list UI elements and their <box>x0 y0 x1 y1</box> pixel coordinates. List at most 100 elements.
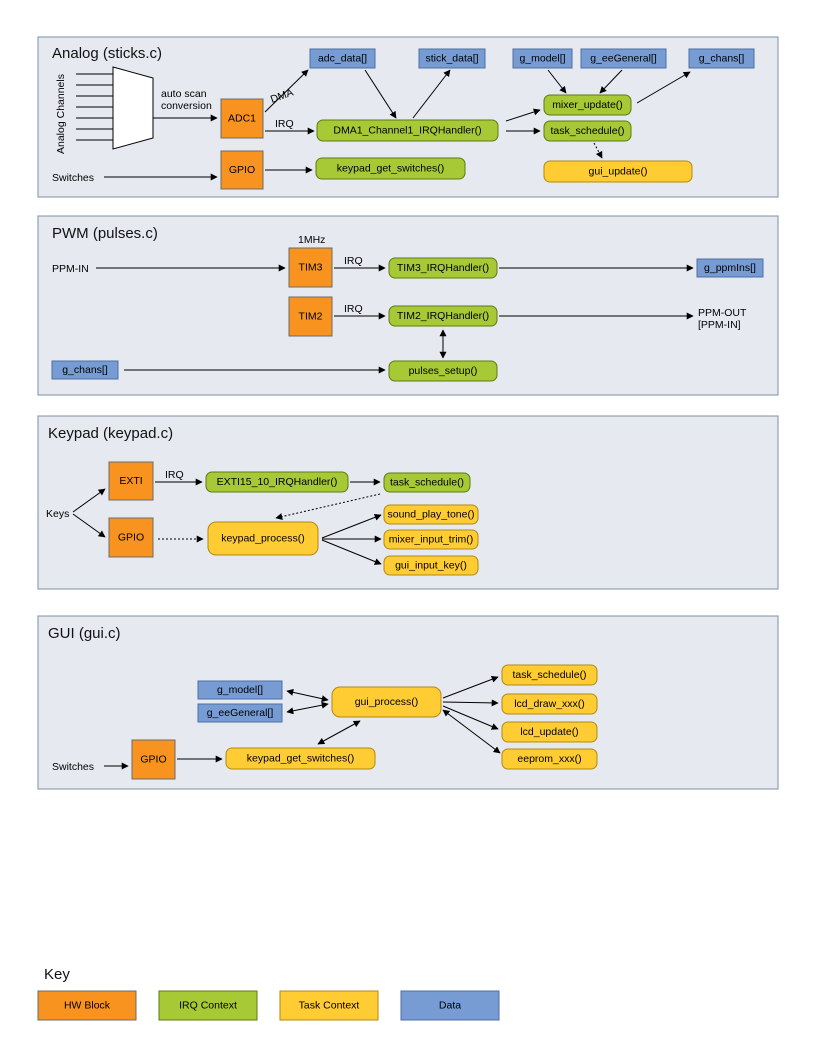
panel-keypad: Keypad (keypad.c) Keys EXTI GPIO IRQ EXT… <box>37 415 779 590</box>
exti-irq-handler: EXTI15_10_IRQHandler() <box>205 471 349 493</box>
legend-data: Data <box>400 990 500 1021</box>
svg-text:g_ppmIns[]: g_ppmIns[] <box>704 262 756 274</box>
svg-text:mixer_input_trim(): mixer_input_trim() <box>389 534 474 546</box>
panel-gui: GUI (gui.c) g_model[] g_eeGeneral[] gui_… <box>37 615 779 790</box>
svg-text:g_eeGeneral[]: g_eeGeneral[] <box>207 707 274 719</box>
gui-gpio-block: GPIO <box>131 739 176 780</box>
gui-keypad-get-switches-task: keypad_get_switches() <box>225 747 376 770</box>
svg-text:g_chans[]: g_chans[] <box>62 364 108 376</box>
panel-pwm: PWM (pulses.c) 1MHz PPM-IN TIM3 TIM2 IRQ… <box>37 215 779 396</box>
eeprom-task: eeprom_xxx() <box>501 748 598 770</box>
ppm-out-sub-label: [PPM-IN] <box>698 319 741 331</box>
svg-text:TIM2_IRQHandler(): TIM2_IRQHandler() <box>397 310 489 322</box>
lcd-update-task: lcd_update() <box>501 721 598 743</box>
stick-data-box: stick_data[] <box>418 48 486 69</box>
gpio-block: GPIO <box>220 150 264 190</box>
panel-analog: Analog (sticks.c) Analog Channels auto s… <box>37 36 779 198</box>
svg-text:TIM3: TIM3 <box>299 262 323 274</box>
ppm-out-label: PPM-OUT <box>698 307 747 319</box>
svg-text:gui_process(): gui_process() <box>355 696 419 708</box>
ppm-in-label: PPM-IN <box>52 263 89 275</box>
svg-text:gui_input_key(): gui_input_key() <box>395 560 467 572</box>
svg-text:GPIO: GPIO <box>229 164 255 176</box>
adc1-block: ADC1 <box>220 98 264 139</box>
irq-label: IRQ <box>275 118 294 130</box>
svg-text:keypad_get_switches(): keypad_get_switches() <box>337 163 444 175</box>
svg-text:eeprom_xxx(): eeprom_xxx() <box>517 753 581 765</box>
analog-multiplexer <box>76 66 154 150</box>
g-eegeneral-box: g_eeGeneral[] <box>580 48 667 69</box>
svg-text:g_eeGeneral[]: g_eeGeneral[] <box>590 53 657 65</box>
gui-update-task: gui_update() <box>543 160 693 183</box>
svg-text:stick_data[]: stick_data[] <box>425 53 478 65</box>
analog-channels-label: Analog Channels <box>55 74 67 154</box>
svg-text:EXTI15_10_IRQHandler(): EXTI15_10_IRQHandler() <box>217 476 338 488</box>
tim3-block: TIM3 <box>288 247 333 288</box>
svg-text:IRQ Context: IRQ Context <box>179 1000 237 1012</box>
svg-text:gui_update(): gui_update() <box>589 166 648 178</box>
svg-text:pulses_setup(): pulses_setup() <box>409 365 478 377</box>
gui-g-eegeneral-box: g_eeGeneral[] <box>197 703 283 723</box>
svg-text:lcd_draw_xxx(): lcd_draw_xxx() <box>514 698 585 710</box>
svg-text:GPIO: GPIO <box>118 532 144 544</box>
svg-text:HW Block: HW Block <box>64 1000 111 1012</box>
legend-hw-block: HW Block <box>37 990 137 1021</box>
gui-switches-label: Switches <box>52 761 94 773</box>
svg-text:g_model[]: g_model[] <box>217 684 263 696</box>
panel-title-pwm: PWM (pulses.c) <box>52 225 158 242</box>
tim2-irq-handler: TIM2_IRQHandler() <box>388 305 498 327</box>
svg-text:GPIO: GPIO <box>140 754 166 766</box>
gui-input-key-task: gui_input_key() <box>383 555 479 576</box>
legend: Key HW Block IRQ Context Task Context Da… <box>37 966 500 1021</box>
legend-task-context: Task Context <box>279 990 379 1021</box>
svg-text:task_schedule(): task_schedule() <box>512 669 586 681</box>
task-schedule-irq: task_schedule() <box>543 120 632 142</box>
svg-text:task_schedule(): task_schedule() <box>390 477 464 489</box>
svg-text:task_schedule(): task_schedule() <box>550 125 624 137</box>
svg-text:lcd_update(): lcd_update() <box>520 726 578 738</box>
panel-title-analog: Analog (sticks.c) <box>52 45 162 62</box>
panel-title-gui: GUI (gui.c) <box>48 625 121 642</box>
panel-title-keypad: Keypad (keypad.c) <box>48 425 173 442</box>
legend-title: Key <box>44 966 70 983</box>
g-ppmins-box: g_ppmIns[] <box>696 258 764 278</box>
g-chans-box: g_chans[] <box>688 48 755 69</box>
svg-text:Data: Data <box>439 1000 461 1012</box>
keypad-gpio-block: GPIO <box>108 517 154 558</box>
svg-text:adc_data[]: adc_data[] <box>318 53 367 65</box>
pulses-setup-irq: pulses_setup() <box>388 360 498 382</box>
svg-text:EXTI: EXTI <box>119 475 142 487</box>
svg-text:TIM3_IRQHandler(): TIM3_IRQHandler() <box>397 262 489 274</box>
keypad-task-schedule-irq: task_schedule() <box>383 472 471 493</box>
svg-text:DMA1_Channel1_IRQHandler(): DMA1_Channel1_IRQHandler() <box>333 125 481 137</box>
svg-text:g_chans[]: g_chans[] <box>699 53 745 65</box>
conversion-label: conversion <box>161 100 212 112</box>
exti-irq-label: IRQ <box>165 469 184 481</box>
g-chans-box-pwm: g_chans[] <box>51 360 119 380</box>
keypad-get-switches-irq: keypad_get_switches() <box>315 157 466 180</box>
lcd-draw-task: lcd_draw_xxx() <box>501 693 598 715</box>
adc-data-box: adc_data[] <box>309 48 376 69</box>
tim3-irq-handler: TIM3_IRQHandler() <box>388 257 498 279</box>
mhz-label: 1MHz <box>298 234 325 246</box>
gui-g-model-box: g_model[] <box>197 680 283 700</box>
sound-play-tone-task: sound_play_tone() <box>383 504 479 525</box>
svg-text:keypad_get_switches(): keypad_get_switches() <box>247 753 354 765</box>
keypad-process-task: keypad_process() <box>207 521 319 556</box>
tim2-block: TIM2 <box>288 296 333 337</box>
legend-irq-context: IRQ Context <box>158 990 258 1021</box>
mixer-update-irq: mixer_update() <box>543 94 632 116</box>
keys-label: Keys <box>46 508 69 520</box>
svg-text:TIM2: TIM2 <box>299 311 323 323</box>
svg-text:mixer_update(): mixer_update() <box>552 99 623 111</box>
gui-task-schedule-task: task_schedule() <box>501 664 598 686</box>
gui-process-task: gui_process() <box>331 686 442 718</box>
exti-block: EXTI <box>108 461 154 501</box>
mixer-input-trim-task: mixer_input_trim() <box>383 529 479 550</box>
dma-irq-handler: DMA1_Channel1_IRQHandler() <box>316 119 499 142</box>
tim2-irq-label: IRQ <box>344 303 363 315</box>
svg-text:keypad_process(): keypad_process() <box>221 533 304 545</box>
svg-text:ADC1: ADC1 <box>228 113 256 125</box>
switches-label: Switches <box>52 172 94 184</box>
